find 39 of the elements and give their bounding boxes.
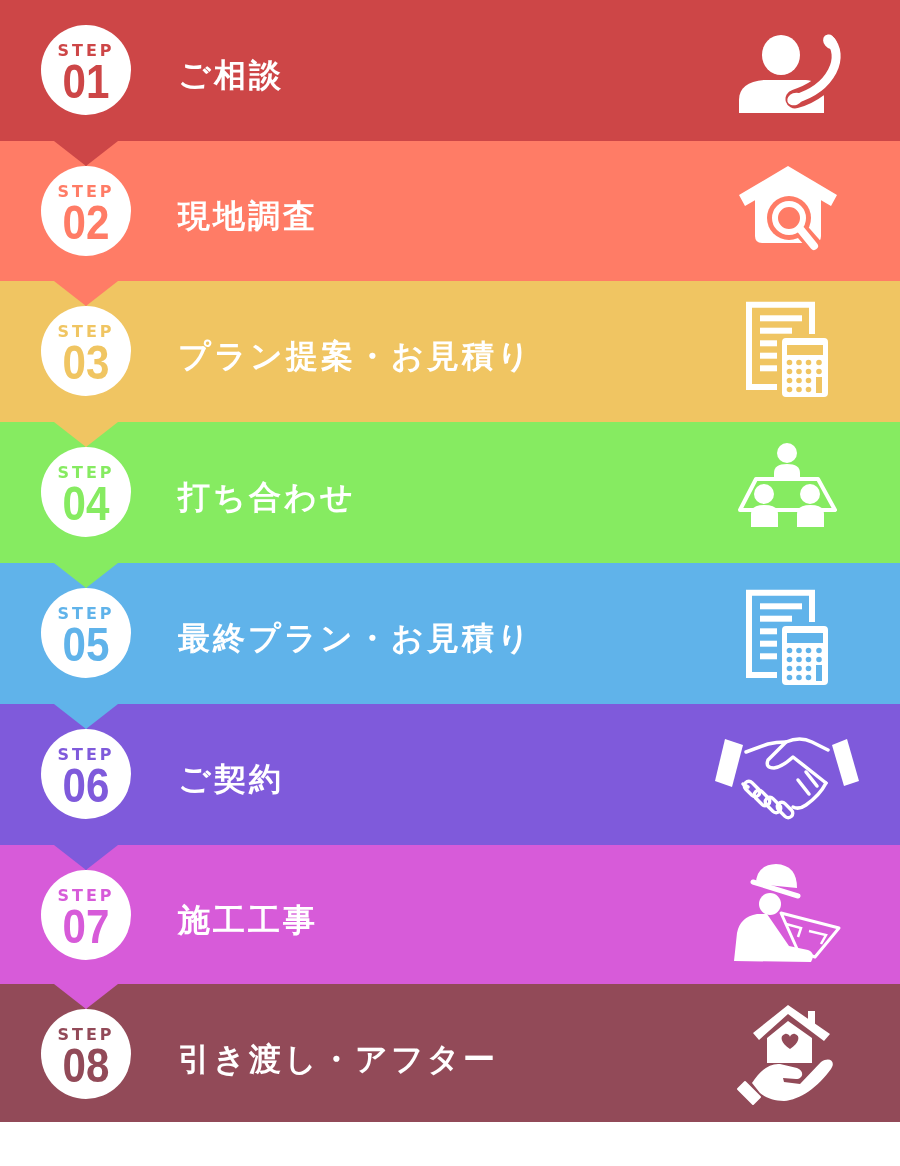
step-number: 05 bbox=[62, 624, 110, 664]
step-title: 現地調査 bbox=[178, 196, 318, 237]
step-band bbox=[0, 141, 900, 281]
step-title: プラン提案・お見積り bbox=[178, 336, 533, 377]
step-band bbox=[0, 704, 900, 845]
chevron-arrow bbox=[54, 844, 118, 871]
chevron-arrow bbox=[54, 140, 118, 167]
step-band bbox=[0, 845, 900, 984]
step-label: STEP bbox=[57, 747, 115, 763]
chevron-arrow bbox=[54, 983, 118, 1010]
step-band bbox=[0, 563, 900, 704]
step-number: 08 bbox=[62, 1045, 110, 1085]
step-title: 打ち合わせ bbox=[178, 477, 356, 518]
step-number: 03 bbox=[62, 342, 110, 382]
step-label: STEP bbox=[57, 324, 115, 340]
chevron-arrow bbox=[54, 703, 118, 730]
chevron-arrow bbox=[54, 562, 118, 589]
step-band bbox=[0, 281, 900, 422]
step-number: 06 bbox=[62, 765, 110, 805]
chevron-arrow bbox=[54, 280, 118, 307]
step-band bbox=[0, 422, 900, 563]
step-label: STEP bbox=[57, 465, 115, 481]
chevron-arrow bbox=[54, 421, 118, 448]
step-title: ご相談 bbox=[178, 55, 284, 96]
step-number: 01 bbox=[62, 61, 110, 101]
step-number: 02 bbox=[62, 202, 110, 242]
step-title: 引き渡し・アフター bbox=[178, 1039, 498, 1080]
step-title: ご契約 bbox=[178, 759, 284, 800]
step-title: 施工工事 bbox=[178, 900, 318, 941]
step-title: 最終プラン・お見積り bbox=[178, 618, 533, 659]
step-number: 04 bbox=[62, 483, 110, 523]
step-label: STEP bbox=[57, 184, 115, 200]
step-label: STEP bbox=[57, 1027, 115, 1043]
step-label: STEP bbox=[57, 888, 115, 904]
step-label: STEP bbox=[57, 606, 115, 622]
step-number: 07 bbox=[62, 906, 110, 946]
step-band bbox=[0, 0, 900, 141]
step-label: STEP bbox=[57, 43, 115, 59]
step-band bbox=[0, 984, 900, 1122]
